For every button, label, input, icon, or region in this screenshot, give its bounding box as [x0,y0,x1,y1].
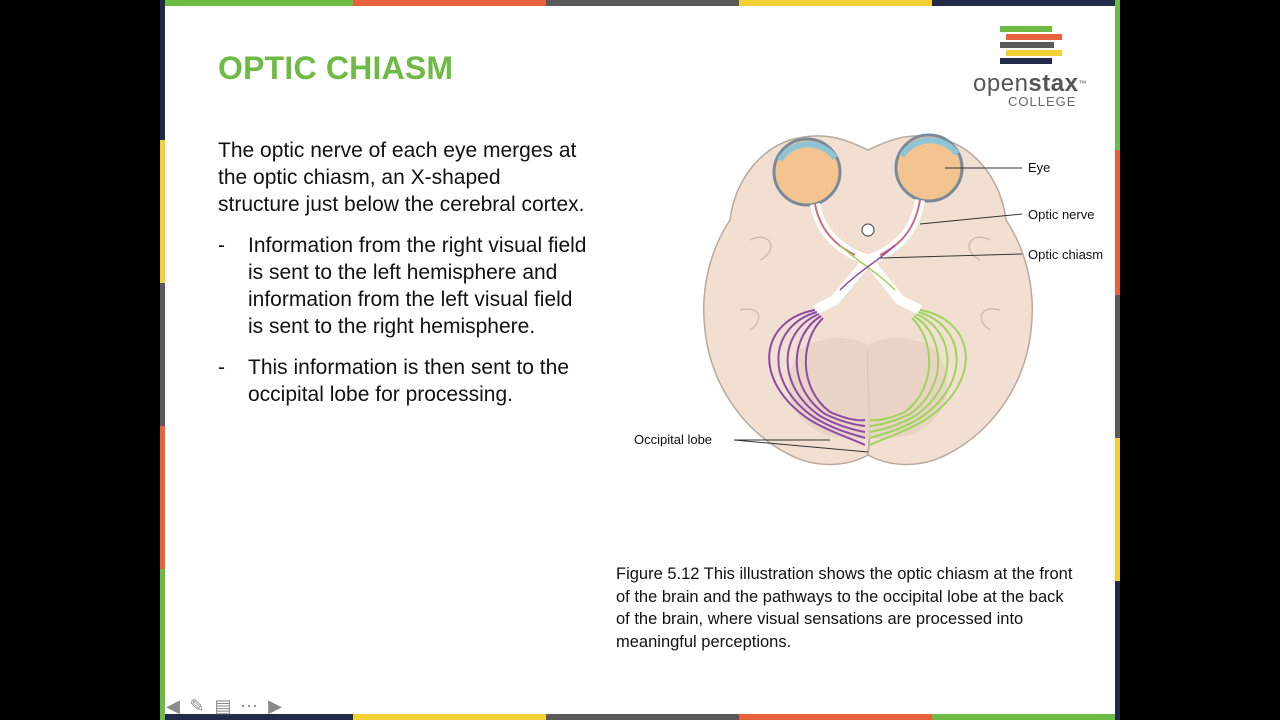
label-eye: Eye [1028,160,1050,175]
bullet-dash: - [218,234,225,257]
top-color-bar [160,0,1120,6]
left-color-bar [160,0,165,720]
presentation-controls: ◀ ✎ ▤ ⋯ ▶ [160,694,300,718]
bullet-dash: - [218,356,225,379]
logo-wordmark: openstax™ [973,70,1087,97]
optic-chiasm-figure: Eye Optic nerve Optic chiasm Occipital l… [634,133,1103,466]
slide: OPTIC CHIASM The optic nerve of each eye… [160,0,1120,720]
more-icon[interactable]: ⋯ [240,695,258,716]
bottom-color-bar [160,714,1120,720]
bullet-text: This information is then sent to the occ… [248,356,569,406]
bullet-item: - This information is then sent to the o… [218,354,588,408]
label-optic-nerve: Optic nerve [1028,207,1094,222]
label-occipital-lobe: Occipital lobe [634,432,712,447]
figure-caption: Figure 5.12 This illustration shows the … [616,565,1073,651]
bullet-item: - Information from the right visual fiel… [218,232,588,340]
pen-icon[interactable]: ✎ [189,695,205,716]
logo-subtitle: COLLEGE [1008,94,1077,109]
left-eye [772,137,842,207]
intro-paragraph: The optic nerve of each eye merges at th… [218,139,585,216]
slide-title: OPTIC CHIASM [218,50,454,86]
arrow-right-icon[interactable]: ▶ [268,695,282,716]
slide-body: The optic nerve of each eye merges at th… [218,137,588,422]
right-color-bar [1115,0,1120,720]
bullet-text: Information from the right visual field … [248,234,587,338]
subtitles-icon[interactable]: ▤ [214,695,232,716]
arrow-left-icon[interactable]: ◀ [166,695,180,716]
openstax-logo: openstax™ COLLEGE [970,22,1090,112]
label-optic-chiasm: Optic chiasm [1028,247,1103,262]
